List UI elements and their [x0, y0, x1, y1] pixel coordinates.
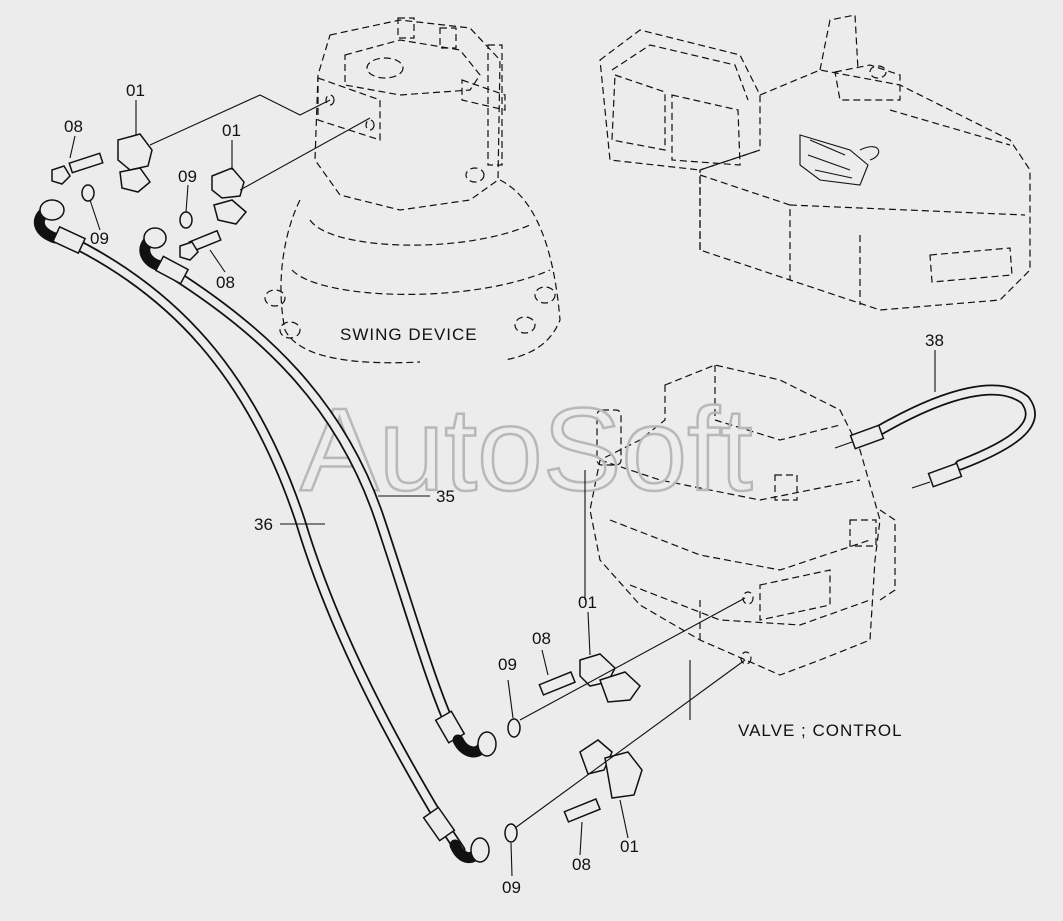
leader-lines — [69, 94, 936, 877]
excavator-drawing — [599, 14, 1031, 311]
callout-01-valve-upper: 01 — [578, 593, 597, 612]
callout-08-valve-lower: 08 — [572, 855, 591, 874]
control-valve-drawing — [589, 364, 896, 676]
hose-36 — [33, 199, 490, 864]
swing-device-label: SWING DEVICE — [340, 325, 478, 344]
fittings-valve — [504, 653, 643, 843]
callout-08-valve-upper: 08 — [532, 629, 551, 648]
callout-35: 35 — [436, 487, 455, 506]
hose-38 — [834, 384, 1036, 489]
callout-09-top-left: 09 — [90, 229, 109, 248]
callout-01-valve-lower: 01 — [620, 837, 639, 856]
callout-09-top-center: 09 — [178, 167, 197, 186]
swing-device-drawing — [264, 17, 561, 364]
callout-01-top-left: 01 — [126, 81, 145, 100]
callout-09-valve-lower: 09 — [502, 878, 521, 897]
callout-38: 38 — [925, 331, 944, 350]
fittings-top-left — [51, 133, 248, 261]
callout-09-valve-upper: 09 — [498, 655, 517, 674]
callout-08-top-center: 08 — [216, 273, 235, 292]
callout-01-top-center: 01 — [222, 121, 241, 140]
callout-08-top-left: 08 — [64, 117, 83, 136]
hose-35 — [139, 227, 497, 758]
valve-control-label: VALVE ; CONTROL — [738, 721, 903, 740]
callout-36: 36 — [254, 515, 273, 534]
